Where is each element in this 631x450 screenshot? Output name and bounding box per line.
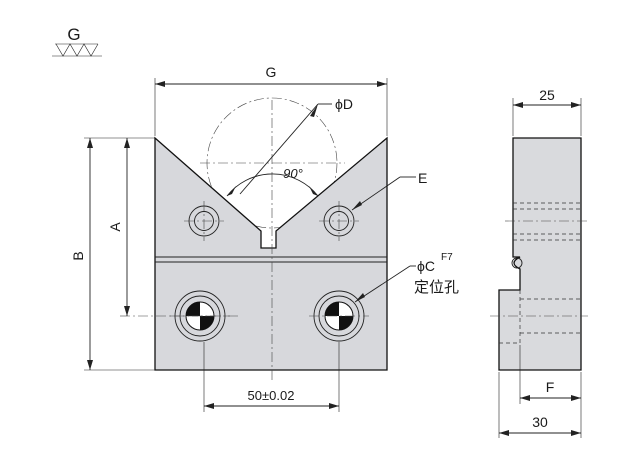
side-view: 25 F 30 xyxy=(490,87,588,438)
side-view-body xyxy=(498,137,582,371)
dimension-e-label: E xyxy=(418,170,427,186)
bolt-hole-right xyxy=(319,201,359,241)
front-view: 90° xyxy=(70,64,459,412)
dimension-a-label: A xyxy=(107,222,123,232)
dimension-phi-c-tolerance: F7 xyxy=(441,252,453,263)
v-block-body xyxy=(154,136,388,371)
dimension-b-label: B xyxy=(70,251,86,260)
dimension-25-label: 25 xyxy=(539,87,555,103)
dimension-spacing-label: 50±0.02 xyxy=(248,388,295,403)
dimension-f-label: F xyxy=(546,379,555,395)
angle-label: 90° xyxy=(283,166,303,181)
dimension-g-label: G xyxy=(266,64,277,80)
dimension-phi-d-label: ϕD xyxy=(335,96,353,112)
pin-hole-note: 定位孔 xyxy=(414,279,459,296)
dimension-phi-c-label: ϕC xyxy=(417,258,435,274)
bolt-hole-left xyxy=(184,201,224,241)
angle-arc xyxy=(226,173,319,197)
dimension-30-label: 30 xyxy=(532,414,548,430)
surface-finish-symbol: G xyxy=(52,25,102,57)
surface-finish-letter: G xyxy=(67,25,80,44)
